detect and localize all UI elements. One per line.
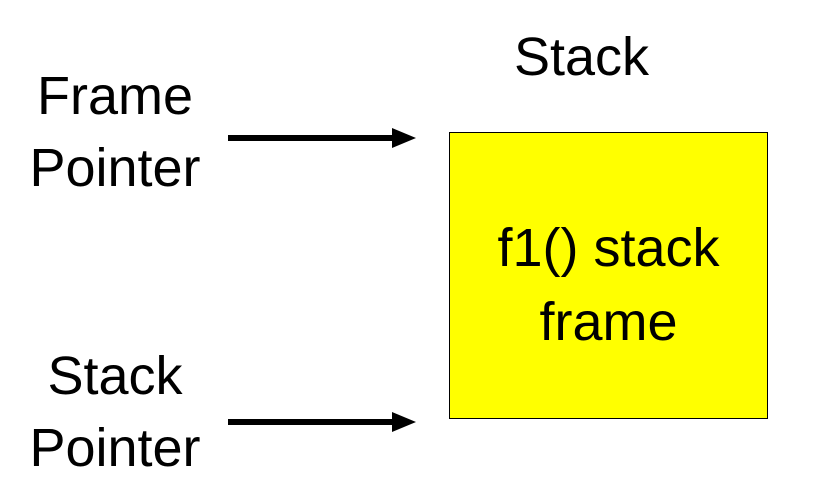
stack-pointer-arrow: [228, 412, 416, 432]
stack-pointer-label-line-2: Pointer: [29, 418, 201, 478]
stack-pointer-label: Stack Pointer: [8, 340, 222, 484]
f1-stack-frame-text-line-2: frame: [539, 292, 678, 352]
frame-pointer-label-line-2: Pointer: [29, 138, 201, 198]
frame-pointer-arrow: [228, 128, 416, 148]
f1-stack-frame-text-line-1: f1() stack: [497, 218, 720, 278]
stack-pointer-arrow-head: [392, 412, 416, 432]
frame-pointer-label-line-1: Frame: [36, 66, 193, 126]
frame-pointer-arrow-head: [392, 128, 416, 148]
f1-stack-frame-box: f1() stack frame: [449, 132, 768, 419]
frame-pointer-label: Frame Pointer: [8, 60, 222, 204]
stack-title: Stack: [514, 27, 650, 87]
f1-stack-frame-text: f1() stack frame: [450, 211, 767, 359]
stack-pointer-label-line-1: Stack: [47, 346, 183, 406]
